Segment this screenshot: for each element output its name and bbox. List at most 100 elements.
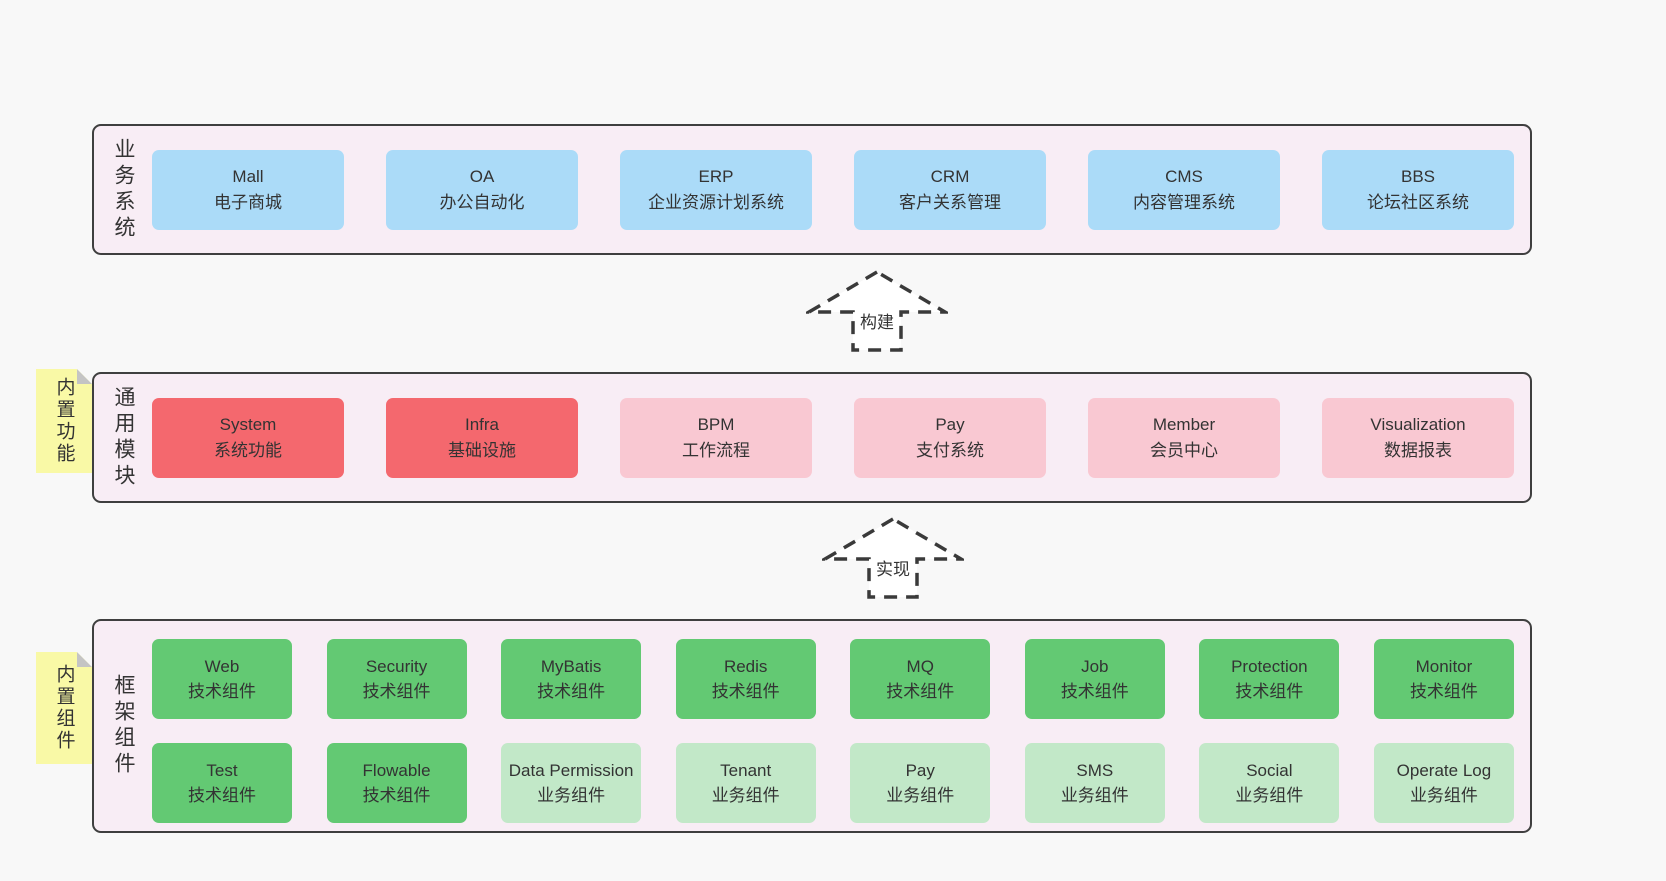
box-protection: Protection 技术组件 [1199, 639, 1340, 719]
box-security: Security 技术组件 [326, 639, 467, 719]
box-title: Data Permission [508, 760, 634, 780]
folded-corner-icon [77, 652, 92, 667]
box-operate-log: Operate Log 业务组件 [1373, 743, 1514, 823]
box-sms: SMS 业务组件 [1024, 743, 1165, 823]
box-title: CMS [1165, 167, 1203, 187]
box-subtitle: 技术组件 [1409, 682, 1478, 701]
box-subtitle: 企业资源计划系统 [648, 192, 784, 212]
box-title: Tenant [720, 760, 772, 780]
box-title: MQ [906, 656, 934, 676]
box-title: Pay [905, 760, 935, 780]
arrow-build-label: 构建 [855, 305, 899, 336]
box-subtitle: 技术组件 [1060, 682, 1129, 701]
box-bpm: BPM 工作流程 [620, 397, 812, 478]
box-visualization: Visualization 数据报表 [1322, 397, 1514, 478]
box-redis: Redis 技术组件 [675, 639, 816, 719]
box-erp: ERP 企业资源计划系统 [620, 149, 812, 230]
box-subtitle: 系统功能 [214, 440, 282, 460]
box-title: System [219, 415, 277, 435]
box-flowable: Flowable 技术组件 [326, 743, 467, 823]
layer-framework-components-label: 框架组件 [112, 674, 135, 778]
box-subtitle: 基础设施 [448, 440, 516, 460]
box-title: Job [1081, 656, 1109, 676]
box-title: BBS [1400, 167, 1436, 187]
framework-components-row-1: Web 技术组件 Security 技术组件 MyBatis 技术组件 Redi… [152, 639, 1514, 719]
box-subtitle: 技术组件 [362, 786, 431, 805]
box-title: Operate Log [1396, 760, 1492, 780]
box-subtitle: 技术组件 [537, 682, 606, 701]
box-tenant: Tenant 业务组件 [675, 743, 816, 823]
box-title: ERP [698, 167, 734, 187]
box-subtitle: 技术组件 [362, 682, 431, 701]
sticky-note-text: 内置功能 [53, 377, 75, 465]
box-title: Social [1246, 760, 1293, 780]
box-title: CRM [930, 167, 970, 187]
layer-common-modules-label: 通用模块 [112, 385, 135, 490]
box-subtitle: 业务组件 [1409, 786, 1478, 805]
layer-business-systems: 业务系统 Mall 电子商城 OA 办公自动化 ERP 企业资源计划系统 CRM… [92, 124, 1532, 255]
box-subtitle: 技术组件 [711, 682, 780, 701]
box-monitor: Monitor 技术组件 [1373, 639, 1514, 719]
layer-framework-components: 框架组件 Web 技术组件 Security 技术组件 MyBatis 技术组件… [92, 619, 1532, 833]
box-crm: CRM 客户关系管理 [854, 149, 1046, 230]
framework-components-row-2: Test 技术组件 Flowable 技术组件 Data Permission … [152, 743, 1514, 823]
layer-business-systems-label: 业务系统 [112, 137, 135, 242]
box-subtitle: 业务组件 [711, 786, 780, 805]
box-title: Protection [1231, 656, 1308, 676]
box-subtitle: 支付系统 [916, 440, 984, 460]
box-title: Mall [232, 167, 264, 187]
box-title: Security [365, 656, 428, 676]
box-title: MyBatis [540, 656, 602, 676]
layer-common-modules: 通用模块 System 系统功能 Infra 基础设施 BPM 工作流程 Pay… [92, 372, 1532, 503]
box-pay: Pay 支付系统 [854, 397, 1046, 478]
box-subtitle: 会员中心 [1150, 440, 1218, 460]
box-mybatis: MyBatis 技术组件 [501, 639, 642, 719]
box-subtitle: 数据报表 [1384, 440, 1452, 460]
box-subtitle: 技术组件 [188, 786, 256, 805]
box-subtitle: 内容管理系统 [1133, 192, 1235, 212]
arrow-implement-label: 实现 [871, 552, 915, 583]
box-subtitle: 论坛社区系统 [1367, 192, 1469, 212]
box-infra: Infra 基础设施 [386, 397, 578, 478]
box-pay-biz: Pay 业务组件 [850, 743, 991, 823]
box-title: Member [1152, 415, 1216, 435]
arrow-implement: 实现 [822, 516, 964, 600]
box-oa: OA 办公自动化 [386, 149, 578, 230]
box-subtitle: 技术组件 [1235, 682, 1304, 701]
box-subtitle: 客户关系管理 [899, 192, 1001, 212]
box-mall: Mall 电子商城 [152, 149, 344, 230]
box-web: Web 技术组件 [152, 639, 292, 719]
folded-corner-icon [77, 369, 92, 384]
box-job: Job 技术组件 [1024, 639, 1165, 719]
box-subtitle: 业务组件 [537, 786, 606, 805]
box-cms: CMS 内容管理系统 [1088, 149, 1280, 230]
box-bbs: BBS 论坛社区系统 [1322, 149, 1514, 230]
box-title: Flowable [362, 760, 431, 780]
box-title: Redis [723, 656, 768, 676]
sticky-note-built-in-components: 内置组件 [36, 652, 92, 764]
box-title: SMS [1076, 760, 1114, 780]
box-title: OA [469, 167, 495, 187]
box-title: Test [206, 760, 238, 780]
arrow-build: 构建 [806, 269, 948, 353]
box-test: Test 技术组件 [152, 743, 292, 823]
box-subtitle: 办公自动化 [439, 192, 525, 212]
box-mq: MQ 技术组件 [850, 639, 991, 719]
sticky-note-text: 内置组件 [53, 664, 75, 752]
box-title: BPM [697, 415, 735, 435]
box-subtitle: 业务组件 [1235, 786, 1304, 805]
box-title: Web [204, 656, 240, 676]
box-title: Monitor [1415, 656, 1473, 676]
box-subtitle: 技术组件 [188, 682, 256, 701]
box-member: Member 会员中心 [1088, 397, 1280, 478]
box-title: Visualization [1370, 415, 1466, 435]
box-subtitle: 技术组件 [886, 682, 955, 701]
box-subtitle: 电子商城 [214, 192, 282, 212]
box-subtitle: 业务组件 [1060, 786, 1129, 805]
box-data-permission: Data Permission 业务组件 [501, 743, 642, 823]
box-title: Infra [464, 415, 500, 435]
box-title: Pay [935, 415, 965, 435]
common-modules-box-row: System 系统功能 Infra 基础设施 BPM 工作流程 Pay 支付系统… [152, 397, 1514, 478]
box-subtitle: 业务组件 [886, 786, 955, 805]
